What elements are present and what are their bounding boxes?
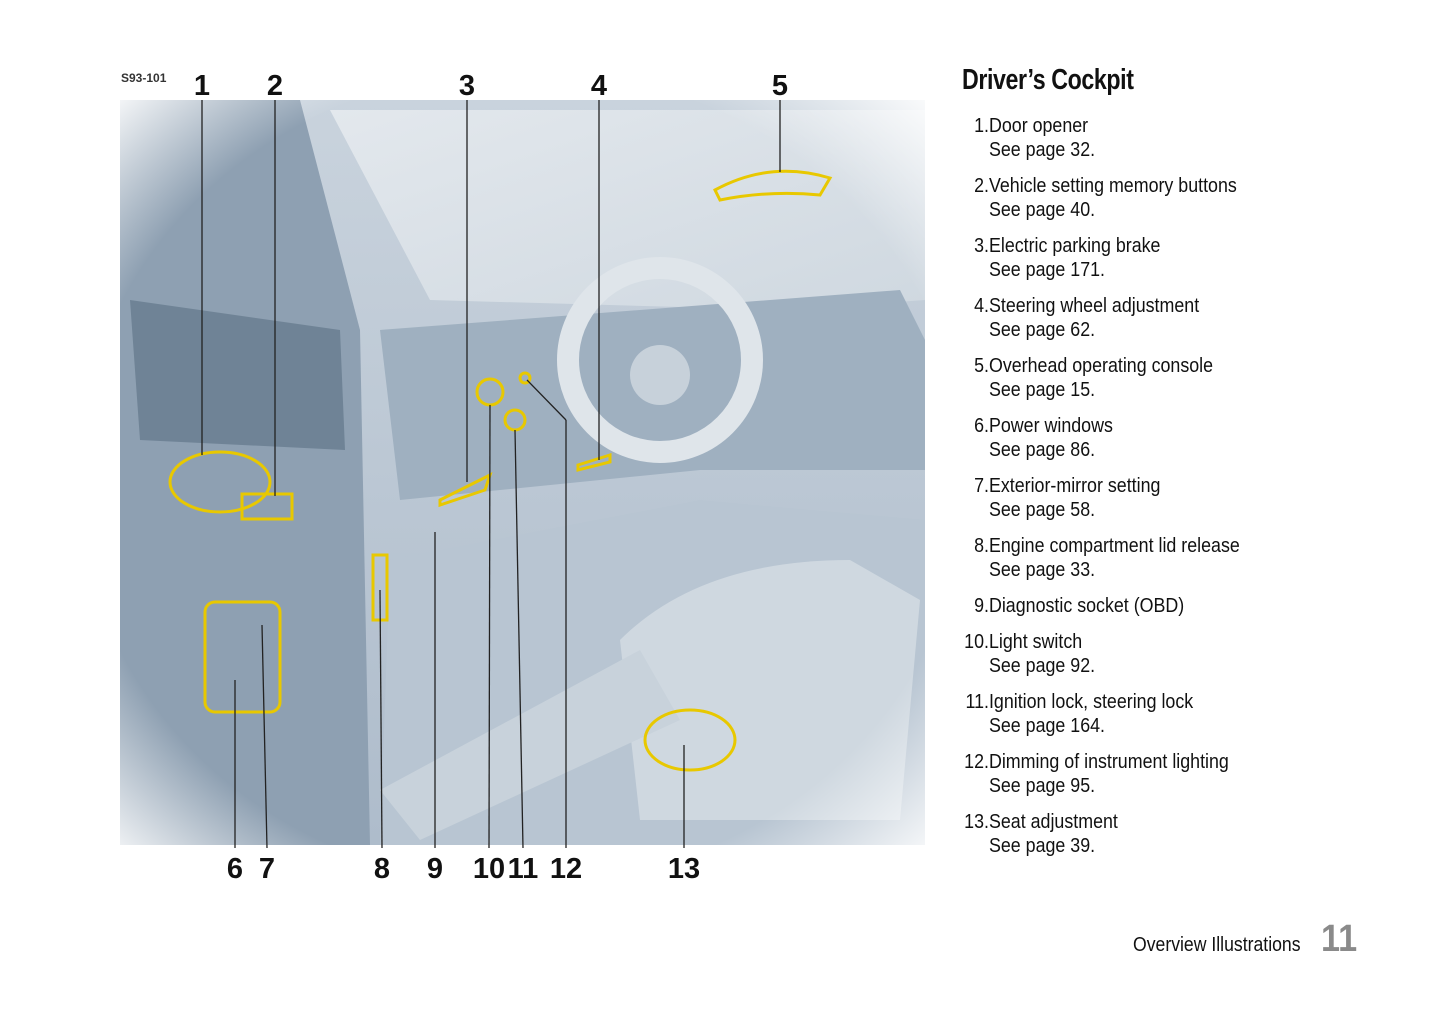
callout-2: 2 xyxy=(267,70,283,102)
item-label: Electric parking brake xyxy=(988,234,1161,257)
item-number: 9. xyxy=(974,594,989,617)
callout-12: 12 xyxy=(550,853,582,885)
callout-13: 13 xyxy=(668,853,700,885)
item-label: Diagnostic socket (OBD) xyxy=(988,594,1185,617)
item-page-ref: See page 15. xyxy=(988,378,1096,401)
item-number: 4. xyxy=(974,294,989,317)
callout-lines xyxy=(201,100,781,849)
figure-code: S93-101 xyxy=(121,71,167,85)
item-label: Exterior-mirror setting xyxy=(988,474,1161,497)
item-page-ref: See page 58. xyxy=(988,498,1096,521)
item-number: 3. xyxy=(974,234,989,257)
item-label: Ignition lock, steering lock xyxy=(988,690,1194,713)
callout-7: 7 xyxy=(259,853,275,885)
item-number: 6. xyxy=(974,414,989,437)
item-page-ref: See page 171. xyxy=(988,258,1106,281)
item-page-ref: See page 33. xyxy=(988,558,1096,581)
item-number: 12. xyxy=(964,750,989,773)
item-label: Overhead operating console xyxy=(988,354,1214,377)
item-label: Power windows xyxy=(988,414,1113,437)
item-number: 2. xyxy=(974,174,989,197)
page-title: Driver’s Cockpit xyxy=(962,64,1134,96)
callout-11: 11 xyxy=(508,853,539,885)
item-label: Vehicle setting memory buttons xyxy=(988,174,1237,197)
item-label: Engine compartment lid release xyxy=(988,534,1240,557)
callout-3: 3 xyxy=(459,70,475,102)
cockpit-illustration: 1 2 3 4 5 6 7 8 9 10 11 12 13 xyxy=(100,70,940,885)
item-page-ref: See page 32. xyxy=(988,138,1096,161)
footer-section: Overview Illustrations xyxy=(1133,933,1301,956)
callout-6: 6 xyxy=(227,853,243,885)
item-number: 5. xyxy=(974,354,989,377)
callout-4: 4 xyxy=(591,70,607,102)
item-number: 8. xyxy=(974,534,989,557)
item-label: Seat adjustment xyxy=(988,810,1118,833)
item-page-ref: See page 92. xyxy=(988,654,1096,677)
item-page-ref: See page 40. xyxy=(988,198,1096,221)
item-number: 11. xyxy=(965,690,989,713)
item-number: 1. xyxy=(974,114,989,137)
item-label: Steering wheel adjustment xyxy=(988,294,1200,317)
item-number: 7. xyxy=(974,474,989,497)
callout-10: 10 xyxy=(473,853,505,885)
item-number: 10. xyxy=(964,630,989,653)
callout-1: 1 xyxy=(194,70,210,102)
item-number: 13. xyxy=(964,810,989,833)
item-label: Light switch xyxy=(988,630,1083,653)
item-label: Dimming of instrument lighting xyxy=(988,750,1229,773)
callout-5: 5 xyxy=(772,70,788,102)
item-page-ref: See page 62. xyxy=(988,318,1096,341)
item-page-ref: See page 95. xyxy=(988,774,1096,797)
item-page-ref: See page 39. xyxy=(988,834,1096,857)
item-page-ref: See page 86. xyxy=(988,438,1096,461)
item-page-ref: See page 164. xyxy=(988,714,1106,737)
callout-9: 9 xyxy=(427,853,443,885)
legend-item: 9.Diagnostic socket (OBD) xyxy=(962,594,1240,618)
vignette xyxy=(100,90,940,865)
item-label: Door opener xyxy=(988,114,1089,137)
page-number: 11 xyxy=(1321,918,1358,960)
callout-8: 8 xyxy=(374,853,390,885)
